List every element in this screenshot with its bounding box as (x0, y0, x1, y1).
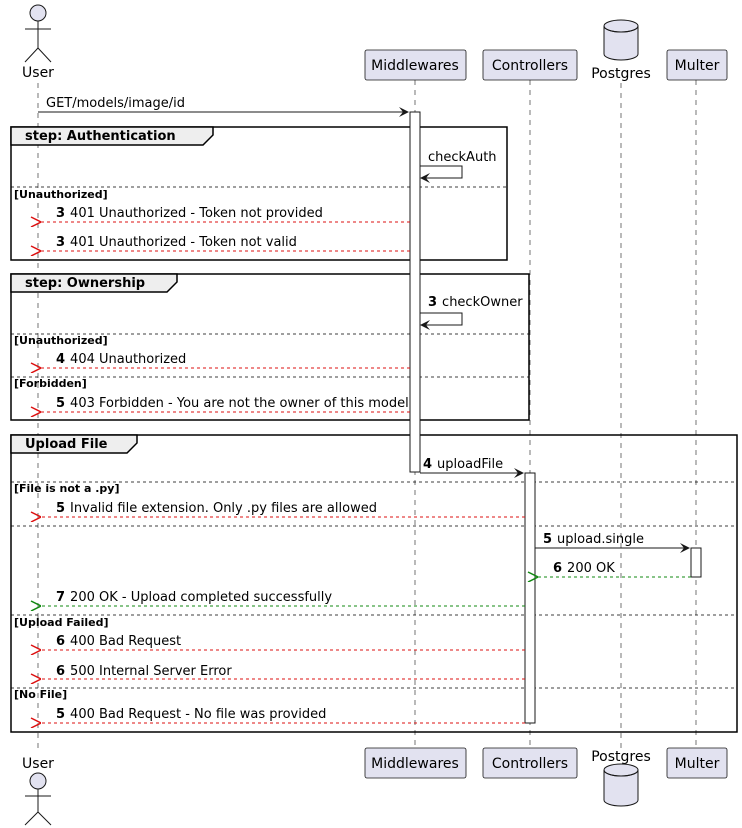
participant-multer: Multer (666, 49, 728, 81)
participant-user-label: User (22, 65, 54, 81)
message-number: 4 (423, 457, 432, 472)
actor-user-icon (24, 4, 52, 63)
group-ownership-title: step: Ownership (25, 276, 145, 291)
database-postgres-icon (603, 19, 639, 61)
activation-multer (690, 547, 702, 578)
guard-upload-failed: [Upload Failed] (14, 616, 108, 629)
message-number: 3 (56, 206, 65, 221)
message-number: 3 (56, 235, 65, 250)
message-text: 401 Unauthorized - Token not provided (70, 206, 323, 221)
message-number: 4 (56, 352, 65, 367)
message-label: 4 404 Unauthorized (56, 352, 186, 367)
message-text: Invalid file extension. Only .py files a… (70, 501, 377, 516)
guard-ownership-forbidden: [Forbidden] (14, 377, 87, 390)
self-call-arrow (420, 312, 463, 330)
participants-bottom: User Middlewares Controllers Postgres Mu… (22, 747, 728, 826)
activation-middlewares (409, 111, 421, 473)
guard-not-py: [File is not a .py] (14, 482, 120, 495)
group-upload-title: Upload File (25, 437, 108, 452)
participant-multer-label: Multer (675, 756, 720, 772)
message-text: 401 Unauthorized - Token not valid (70, 235, 297, 250)
message-label: 3 401 Unauthorized - Token not provided (56, 206, 323, 221)
message-text: 500 Internal Server Error (70, 664, 232, 679)
participant-controllers-label: Controllers (492, 756, 568, 772)
group-authentication: step: Authentication [Unauthorized] (10, 126, 508, 261)
message-number: 6 (56, 634, 65, 649)
activation-controllers (524, 472, 536, 724)
message-number: 3 (428, 295, 437, 310)
message-label: 3 checkOwner (428, 295, 523, 310)
message-label: 6 500 Internal Server Error (56, 664, 232, 679)
participant-middlewares: Middlewares (364, 747, 467, 779)
message-label: 6 200 OK (553, 561, 615, 576)
guard-auth-unauthorized: [Unauthorized] (14, 188, 108, 201)
message-label: 5 Invalid file extension. Only .py files … (56, 501, 377, 516)
message-text: checkAuth (428, 150, 497, 165)
guard-ownership-unauthorized: [Unauthorized] (14, 334, 108, 347)
message-number: 7 (56, 590, 65, 605)
message-label: GET/models/image/id (46, 96, 185, 111)
group-authentication-title: step: Authentication (25, 129, 176, 144)
messages: GET/models/image/id checkAuth 3 401 Unaut… (38, 96, 691, 723)
message-text: 403 Forbidden - You are not the owner of… (70, 396, 409, 411)
message-number: 5 (56, 501, 65, 516)
guard-no-file: [No File] (14, 688, 67, 701)
self-call-arrow (420, 165, 463, 183)
actor-user-icon (24, 772, 52, 826)
message-text: 200 OK (567, 561, 615, 576)
message-label: 5 403 Forbidden - You are not the owner o… (56, 396, 409, 411)
database-postgres-icon (603, 763, 639, 807)
message-number: 5 (543, 532, 552, 547)
activations (409, 111, 702, 724)
message-label: 5 upload.single (543, 532, 644, 547)
message-label: 5 400 Bad Request - No file was provided (56, 707, 326, 722)
message-label: 6 400 Bad Request (56, 634, 181, 649)
participant-middlewares-label: Middlewares (371, 756, 459, 772)
message-text: GET/models/image/id (46, 96, 185, 111)
participant-middlewares: Middlewares (364, 49, 467, 81)
message-label: 4 uploadFile (423, 457, 503, 472)
message-text: 404 Unauthorized (70, 352, 186, 367)
message-text: checkOwner (442, 295, 523, 310)
participant-multer: Multer (666, 747, 728, 779)
participant-controllers-label: Controllers (492, 58, 568, 74)
message-label: checkAuth (428, 150, 497, 165)
message-text: 200 OK - Upload completed successfully (70, 590, 332, 605)
message-text: 400 Bad Request (70, 634, 181, 649)
participant-multer-label: Multer (675, 58, 720, 74)
participant-controllers: Controllers (482, 747, 578, 779)
message-number: 6 (56, 664, 65, 679)
participants-top: User Middlewares Controllers Postgres Mu… (22, 4, 728, 82)
group-ownership: step: Ownership [Unauthorized] [Forbidde… (10, 273, 530, 421)
message-label: 7 200 OK - Upload completed successfully (56, 590, 332, 605)
participant-controllers: Controllers (482, 49, 578, 81)
message-number: 6 (553, 561, 562, 576)
message-text: uploadFile (437, 457, 503, 472)
message-label: 3 401 Unauthorized - Token not valid (56, 235, 297, 250)
participant-postgres-label: Postgres (591, 66, 651, 82)
participant-postgres-label: Postgres (591, 749, 651, 765)
participant-user-label: User (22, 756, 54, 772)
message-number: 5 (56, 707, 65, 722)
message-text: upload.single (557, 532, 644, 547)
group-upload-file: Upload File [File is not a .py] [Upload … (10, 434, 738, 733)
message-text: 400 Bad Request - No file was provided (70, 707, 326, 722)
message-number: 5 (56, 396, 65, 411)
participant-middlewares-label: Middlewares (371, 58, 459, 74)
